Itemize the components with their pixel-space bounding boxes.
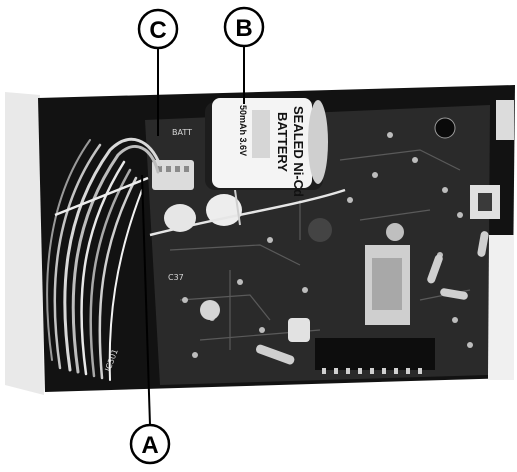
resistors (255, 231, 489, 365)
callout-a: A (129, 423, 171, 465)
battery-leads (54, 176, 346, 237)
connector-block (152, 160, 194, 190)
ic-chip (315, 338, 435, 370)
leader-a (141, 174, 151, 426)
battery-line2: BATTERY (275, 112, 290, 172)
chassis-left-panel (5, 92, 44, 395)
capacitor-right (206, 194, 242, 226)
battery: SEALED Ni-Cd BATTERY 50mAh 3.6V (205, 98, 328, 197)
small-cap-4 (308, 218, 332, 242)
callout-leaders (141, 46, 245, 426)
board-marking-cap: C37 (168, 273, 184, 282)
frame-right-top (496, 100, 514, 140)
callout-b-label: B (235, 15, 252, 42)
callout-c: C (137, 8, 179, 50)
frame-right-edge (488, 235, 514, 380)
wire-harness (46, 137, 162, 381)
board-marking-batt: BATT (172, 128, 192, 137)
connector-pins (157, 166, 189, 172)
ic-chip-pins (322, 368, 422, 374)
battery-end-cap (308, 100, 328, 184)
transistor (288, 318, 310, 342)
callout-a-label: A (141, 432, 158, 459)
battery-rating: 50mAh 3.6V (238, 105, 248, 156)
battery-label-patch (252, 110, 270, 158)
callout-c-label: C (149, 17, 166, 44)
small-cap-3 (200, 300, 220, 320)
battery-line1: SEALED Ni-Cd (291, 106, 306, 197)
callout-b: B (223, 6, 265, 48)
battery-text: SEALED Ni-Cd BATTERY 50mAh 3.6V (238, 105, 306, 197)
module-right-label (372, 258, 402, 310)
solder-pads (182, 132, 473, 358)
small-cap-1 (434, 117, 456, 139)
small-cap-2 (386, 223, 404, 241)
